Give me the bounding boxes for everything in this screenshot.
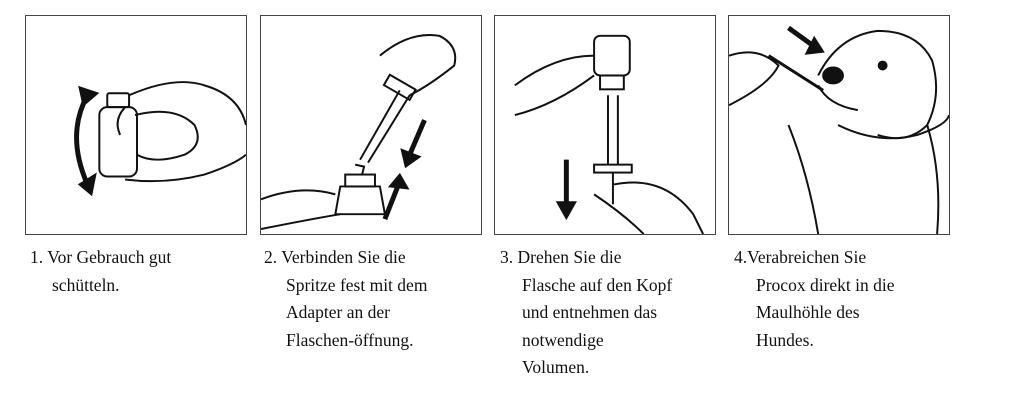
step-2-caption: 2. Verbinden Sie die Spritze fest mit de… [264, 244, 490, 354]
caption-line: Maulhöhle des [756, 302, 860, 322]
caption-line: Verbinden Sie die [281, 247, 406, 267]
arrow-down-icon [407, 119, 427, 156]
caption-line: und entnehmen das [522, 302, 658, 322]
step-3-caption: 3. Drehen Sie die Flasche auf den Kopf u… [500, 244, 726, 382]
step-1-caption: 1. Vor Gebrauch gut schütteln. [30, 244, 256, 299]
step-number: 4. [734, 247, 748, 267]
arrow-up-icon [382, 185, 401, 221]
step-4-caption: 4.Verabreichen Sie Procox direkt in die … [734, 244, 960, 354]
arrow-icon [787, 25, 815, 48]
caption-line: Flasche auf den Kopf [522, 274, 673, 295]
caption-line: notwendige [522, 329, 604, 350]
illustration-administer-dog [728, 15, 950, 235]
caption-line: Adapter an der [286, 302, 390, 322]
caption-line: Verabreichen Sie [747, 247, 867, 267]
caption-line: schütteln. [52, 274, 120, 295]
caption-line: Drehen Sie die [517, 247, 622, 267]
caption-line: Hundes. [756, 329, 814, 350]
illustration-attach-syringe [260, 15, 482, 235]
step-number: 3. [500, 247, 514, 267]
caption-line: Vor Gebrauch gut [47, 247, 172, 267]
illustration-shake-bottle [25, 15, 247, 235]
curved-arrow-icon [74, 94, 90, 186]
step-number: 1. [30, 247, 44, 267]
caption-line: Procox direkt in die [756, 274, 895, 295]
illustration-invert-bottle [494, 15, 716, 235]
step-number: 2. [264, 247, 278, 267]
caption-line: Volumen. [522, 357, 590, 377]
caption-line: Spritze fest mit dem [286, 274, 428, 295]
caption-line: Flaschen-öffnung. [286, 329, 414, 350]
